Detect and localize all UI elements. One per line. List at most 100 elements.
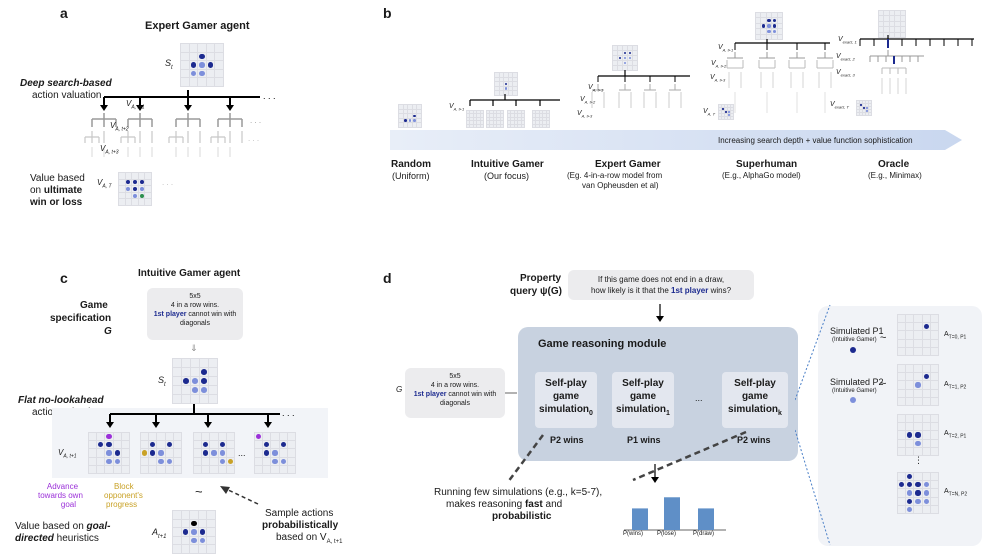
- oracle-vT: Vexact, T: [830, 101, 849, 110]
- board-cell: [202, 433, 210, 441]
- board-cell: [113, 433, 121, 441]
- board-cell: [403, 118, 408, 123]
- board-cell: [412, 114, 417, 118]
- board-cell: [207, 536, 215, 545]
- board-cell: [869, 101, 871, 103]
- chosen-action-board: [172, 510, 216, 554]
- board-cell: [209, 368, 217, 376]
- board-cell: [194, 457, 202, 465]
- board-cell: [860, 107, 862, 109]
- board-cell: [922, 373, 930, 381]
- board-cell: [215, 44, 223, 52]
- board-cell: [417, 123, 421, 127]
- superhuman-board: [755, 12, 783, 40]
- board-cell: [499, 86, 504, 91]
- board-cell: [119, 192, 125, 199]
- board-cell: [898, 505, 906, 513]
- board-cell: [930, 365, 938, 373]
- board-cell: [777, 34, 782, 39]
- board-cell: [191, 368, 199, 376]
- board-cell: [121, 457, 129, 465]
- board-cell: [467, 117, 470, 121]
- board-cell: [408, 114, 412, 118]
- expert-board-b: [612, 45, 638, 71]
- board-cell: [772, 34, 777, 39]
- board-cell: [731, 114, 733, 116]
- superhuman-tree: [726, 39, 834, 113]
- board-cell: [182, 359, 190, 367]
- board-stone: [106, 450, 112, 456]
- board-cell: [200, 386, 208, 394]
- board-cell: [218, 449, 226, 457]
- board-cell: [533, 117, 536, 121]
- board-cell: [543, 114, 546, 117]
- board-stone: [504, 87, 508, 90]
- board-cell: [287, 433, 295, 441]
- board-cell: [125, 173, 132, 179]
- state-board-c: [172, 358, 218, 404]
- board-cell: [930, 505, 938, 513]
- board-cell: [271, 465, 279, 473]
- board-cell: [97, 433, 105, 441]
- board-cell: [863, 110, 865, 112]
- spec-to-module-arrow: [505, 392, 517, 394]
- board-cell: [914, 423, 922, 431]
- board-cell: [863, 113, 865, 115]
- board-cell: [202, 457, 210, 465]
- board-cell: [403, 114, 408, 118]
- board-cell: [207, 519, 215, 528]
- query-box: If this game does not end in a draw, how…: [568, 270, 754, 300]
- board-stone: [126, 187, 131, 191]
- board-cell: [900, 11, 905, 16]
- board-cell: [922, 497, 930, 505]
- svg-text:. . .: . . .: [263, 91, 276, 101]
- agent-intuitive-sub: (Our focus): [484, 171, 530, 181]
- agent-superhuman: Superhuman: [736, 159, 798, 170]
- board-cell: [922, 505, 930, 513]
- tree-a: . . . . . . . . . . . .: [84, 90, 276, 187]
- board-cell: [125, 186, 132, 192]
- board-cell: [914, 315, 922, 323]
- board-stone: [201, 369, 207, 375]
- board-cell: [766, 23, 772, 29]
- board-cell: [914, 389, 922, 397]
- board-cell: [898, 415, 906, 423]
- board-cell: [508, 124, 511, 127]
- board-cell: [508, 86, 513, 91]
- board-cell: [125, 199, 132, 205]
- board-cell: [922, 489, 930, 497]
- board-cell: [772, 23, 777, 29]
- board-cell: [766, 29, 772, 34]
- board-cell: [149, 433, 157, 441]
- board-cell: [623, 66, 627, 70]
- board-cell: [613, 46, 617, 50]
- board-cell: [613, 56, 617, 60]
- board-stone: [219, 442, 225, 448]
- v-label-T: VA, T: [97, 178, 112, 190]
- board-cell: [218, 457, 226, 465]
- board-cell: [417, 118, 421, 123]
- board-cell: [473, 117, 477, 121]
- board-stone: [628, 51, 632, 55]
- board-cell: [210, 457, 218, 465]
- board-cell: [884, 11, 889, 16]
- board-cell: [884, 21, 889, 27]
- board-cell: [145, 173, 151, 179]
- board-stone: [199, 62, 205, 68]
- panel-a-letter: a: [60, 5, 68, 21]
- board-stone: [923, 482, 929, 488]
- svg-text:. . .: . . .: [162, 178, 173, 187]
- board-cell: [906, 505, 914, 513]
- board-stone: [207, 62, 214, 68]
- board-stone: [264, 450, 270, 456]
- board-stone: [150, 442, 156, 448]
- board-cell: [279, 433, 287, 441]
- board-stone: [199, 529, 206, 535]
- board-cell: [194, 465, 202, 473]
- board-stone: [504, 82, 508, 86]
- board-cell: [906, 447, 914, 455]
- board-cell: [633, 51, 637, 55]
- board-cell: [756, 23, 761, 29]
- p1-dot: [850, 347, 856, 353]
- panel-b-letter: b: [383, 5, 392, 21]
